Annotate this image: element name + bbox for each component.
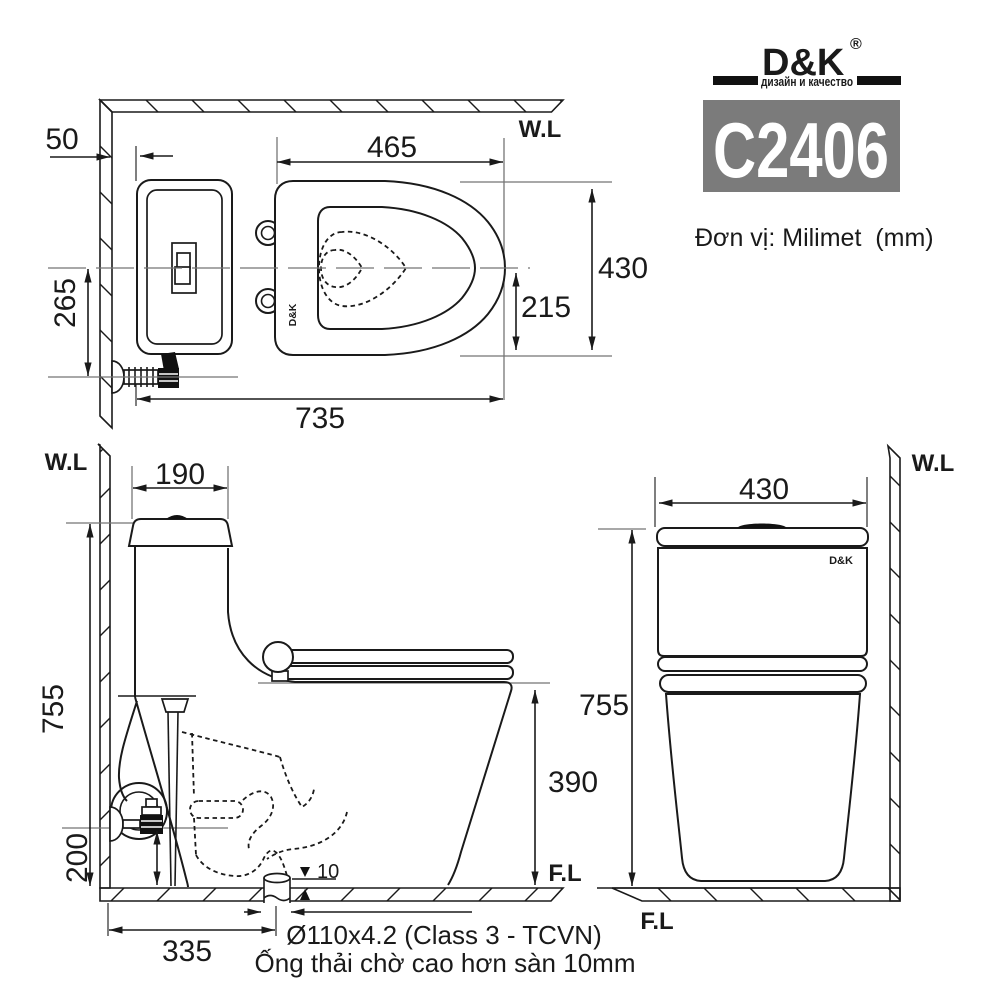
dim-seat-length: 465 — [367, 131, 417, 164]
inlet-valve-top-view — [111, 352, 179, 394]
side-view: 190 755 200 335 390 10 W.L F.L Ø110x4.2 … — [37, 443, 636, 978]
flush-button-front — [737, 523, 787, 528]
wall-level-label-top: W.L — [519, 116, 562, 143]
side-view-wall — [97, 443, 111, 889]
top-view-wall-vertical — [99, 98, 113, 430]
wall-level-label-front: W.L — [912, 450, 955, 477]
front-view-wall — [886, 443, 901, 902]
lid-logo-top-view: D&K — [287, 303, 299, 326]
seat-ring-side — [281, 665, 514, 680]
seat-band-front — [659, 674, 867, 693]
water-surface-dashed-outer — [318, 230, 408, 308]
drain-stub — [263, 872, 291, 903]
tank-lid-side — [127, 518, 234, 547]
dim-width-front: 430 — [739, 473, 789, 506]
toilet-side-profile — [117, 515, 514, 888]
outlet-note: Ống thải chờ cao hơn sàn 10mm — [255, 948, 636, 978]
dim-rim-height: 390 — [548, 766, 598, 799]
seat-lid-side — [281, 649, 514, 664]
pedestal-back-side — [134, 696, 189, 888]
model-plate — [703, 100, 900, 192]
model-number: C2406 — [713, 106, 889, 194]
tank-lid-front — [656, 527, 869, 547]
floor-level-label-front: F.L — [640, 908, 673, 935]
brand-block: D&K ® дизайн и качество C2406 Đơn vị: Mi… — [695, 36, 934, 252]
bowl-outline-side — [227, 548, 513, 886]
top-view: 50 465 430 215 735 265 W.L D&K — [45, 98, 648, 435]
dim-center-to-edge: 215 — [521, 291, 571, 324]
inlet-valve-side — [109, 782, 168, 842]
dim-inlet-offset: 265 — [49, 278, 82, 328]
gap-arrow-down — [300, 867, 310, 877]
tank-logo-front: D&K — [829, 555, 853, 567]
dim-height-side: 755 — [37, 684, 70, 734]
brand-name: D&K — [762, 42, 845, 84]
tagline-bar-right — [857, 76, 901, 85]
tank-top-view — [136, 179, 233, 355]
water-surface-dashed-inner — [320, 248, 364, 289]
tagline-bar-left — [713, 76, 758, 85]
unit-note: Đơn vị: Milimet (mm) — [695, 224, 934, 252]
dim-inlet-height: 200 — [61, 833, 94, 883]
dim-wall-gap: 50 — [45, 123, 78, 156]
flush-button-side — [166, 515, 188, 519]
gap-arrow-up — [300, 889, 310, 900]
wall-level-label-side: W.L — [45, 449, 88, 476]
dim-outlet-distance: 335 — [162, 935, 212, 968]
front-view: D&K 430 755 W.L F.L — [579, 443, 955, 935]
registered-mark: ® — [850, 36, 862, 53]
tank-front — [657, 547, 868, 657]
dim-tank-depth: 190 — [155, 458, 205, 491]
drain-pipe-note: Ø110x4.2 (Class 3 - TCVN) — [286, 920, 601, 950]
dim-outlet-gap: 10 — [317, 861, 339, 883]
supply-hose-side — [117, 700, 138, 802]
dim-height-front: 755 — [579, 689, 629, 722]
seat-hinge-side — [262, 641, 294, 673]
flush-pipe-collar — [160, 698, 190, 713]
brand-tagline: дизайн и качество — [761, 75, 853, 89]
toilet-front: D&K — [656, 523, 869, 882]
pedestal-front — [664, 693, 862, 882]
floor-level-label-side: F.L — [548, 860, 581, 887]
side-view-floor — [99, 887, 565, 902]
front-view-floor — [611, 887, 901, 902]
trapway-dashed-side — [181, 731, 348, 877]
dim-total-depth: 735 — [295, 402, 345, 435]
tank-base-band-front — [657, 656, 868, 672]
dim-width-top: 430 — [598, 252, 648, 285]
top-view-wall-horizontal — [98, 99, 565, 113]
